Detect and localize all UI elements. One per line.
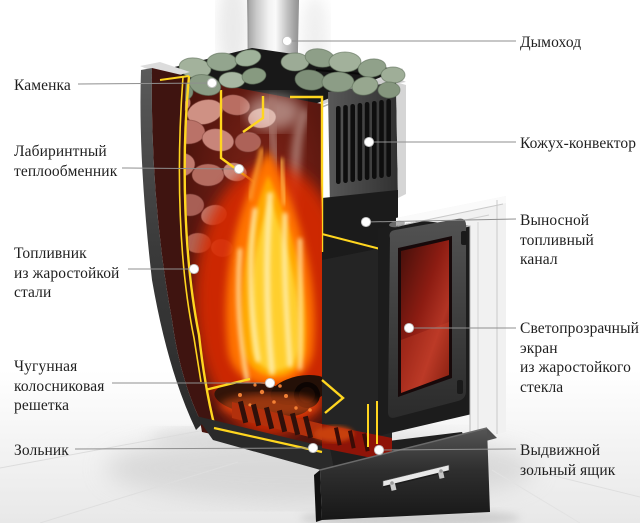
dot-ash-pit <box>307 442 319 454</box>
cast-iron-grate <box>204 377 345 440</box>
label-firebox: Топливник из жаростойкой стали <box>14 245 120 301</box>
label-fuel-channel: Выносной топливный канал <box>520 212 594 268</box>
convector-vent-slots <box>336 99 391 184</box>
label-chimney: Дымоход <box>520 34 582 51</box>
leader-ash-pit <box>74 447 314 450</box>
label-ash-drawer: Выдвижной зольный ящик <box>520 442 616 479</box>
stove-door <box>388 218 467 418</box>
dot-convector <box>363 136 375 148</box>
leader-fuel-channel <box>365 218 517 223</box>
leader-ash-drawer <box>378 448 517 451</box>
left-wall <box>140 62 217 430</box>
door-hinge-bottom <box>457 380 463 394</box>
dot-chimney <box>281 35 293 47</box>
label-ash-pit: Зольник <box>14 442 69 459</box>
label-convector: Кожух-конвектор <box>520 135 637 152</box>
dot-grate <box>264 377 276 389</box>
burning-logs <box>214 374 322 420</box>
label-heat-exchanger: Лабиринтный теплообменник <box>14 143 118 180</box>
dot-firebox <box>188 263 200 275</box>
leader-heat-exchanger <box>121 167 240 170</box>
door-glass <box>401 240 449 393</box>
leader-lines <box>74 35 517 456</box>
door-emblem <box>389 220 405 228</box>
flame <box>194 147 322 435</box>
drawer-handle <box>382 464 450 491</box>
label-kamenka: Каменка <box>14 77 71 94</box>
dot-heat-exchanger <box>233 163 245 175</box>
label-grate: Чугунная колосниковая решетка <box>14 358 105 414</box>
dot-glass-screen <box>403 322 415 334</box>
dot-fuel-channel <box>360 216 372 228</box>
dot-kamenka <box>206 77 218 89</box>
label-glass-screen: Светопрозрачный экран из жаростойкого ст… <box>520 320 639 396</box>
ash-drawer <box>300 427 520 523</box>
door-hinge-top <box>461 231 467 245</box>
leader-kamenka <box>77 82 213 85</box>
dot-ash-drawer <box>373 444 385 456</box>
firebox-interior <box>159 78 345 458</box>
